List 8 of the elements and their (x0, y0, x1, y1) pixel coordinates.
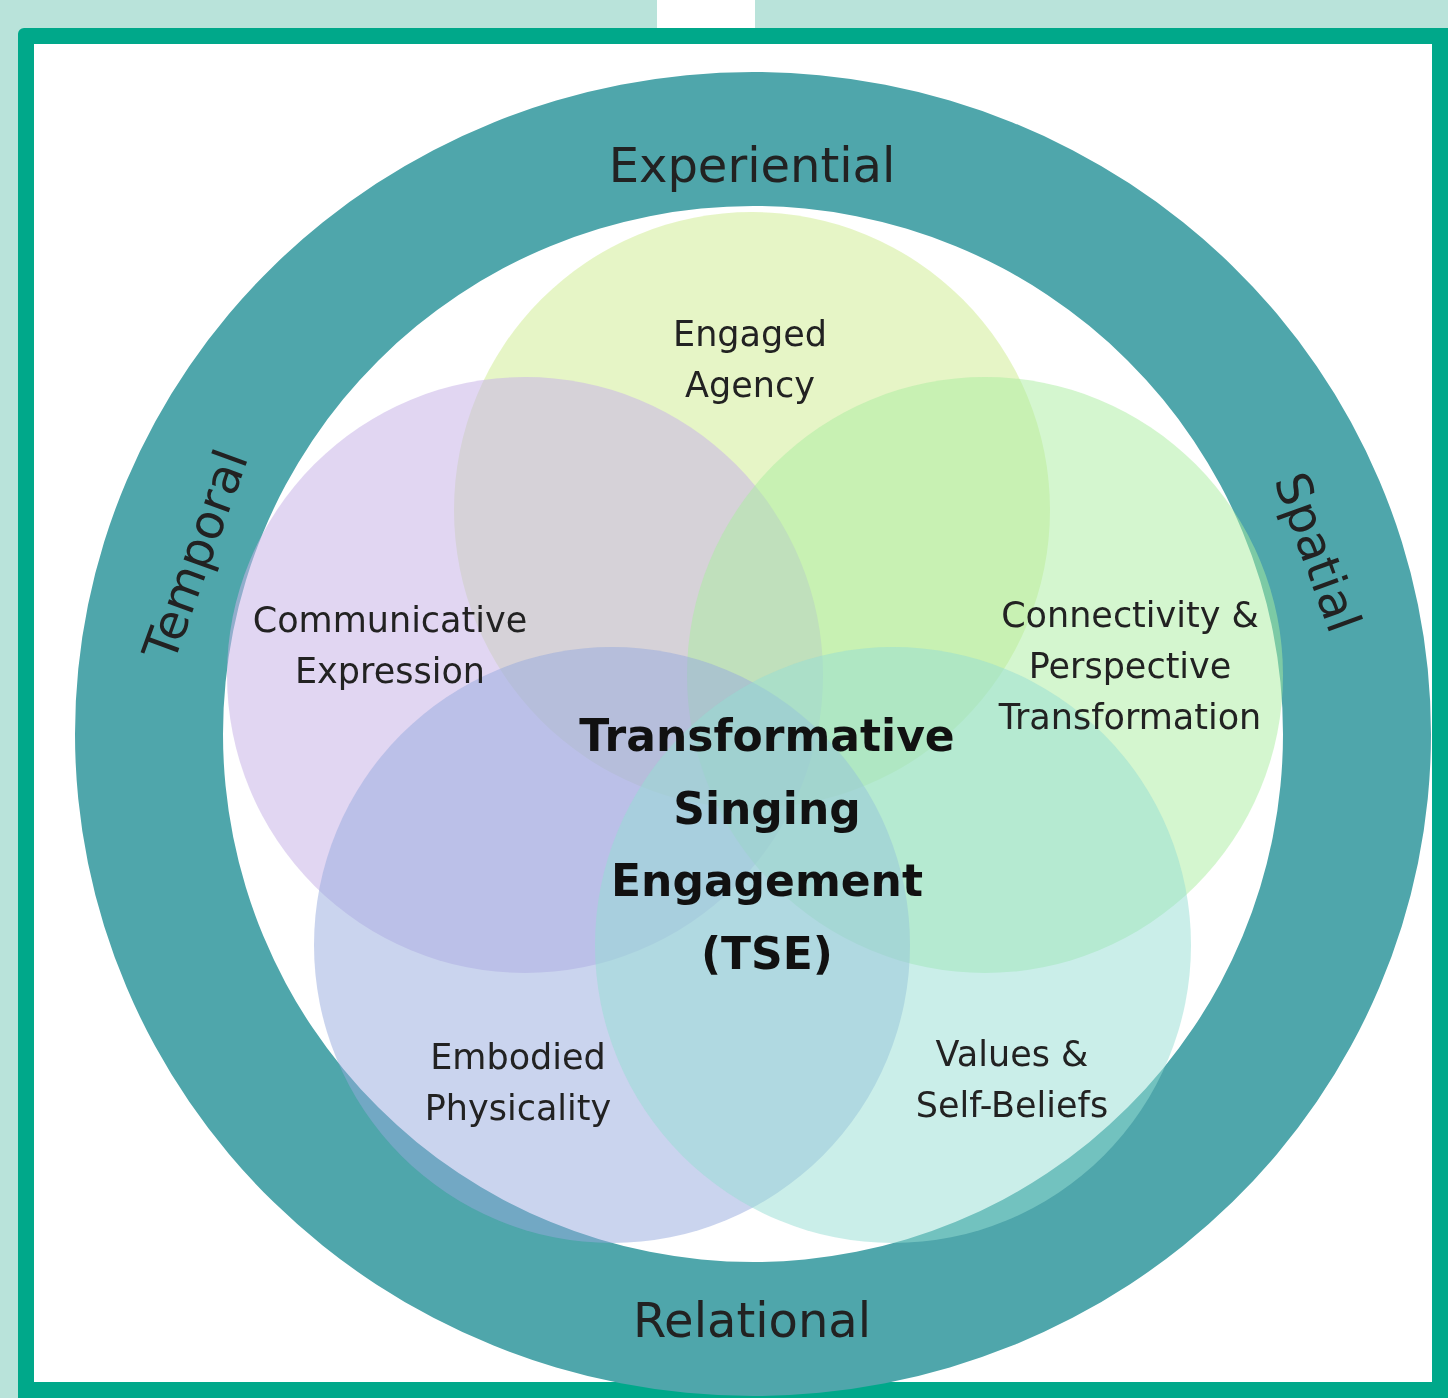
ring-label: Experiential (608, 137, 896, 193)
ring-label: Relational (632, 1292, 872, 1348)
circle-label: Communicative Expression (251, 599, 529, 693)
circle-label: Values & Self-Beliefs (914, 1033, 1110, 1127)
circle-label: Connectivity & Perspective Transformation (997, 593, 1263, 739)
circle-label: Engaged Agency (672, 313, 828, 407)
circle-label: Embodied Physicality (423, 1036, 613, 1130)
center-title: Transformative Singing Engagement (TSE) (578, 708, 956, 981)
